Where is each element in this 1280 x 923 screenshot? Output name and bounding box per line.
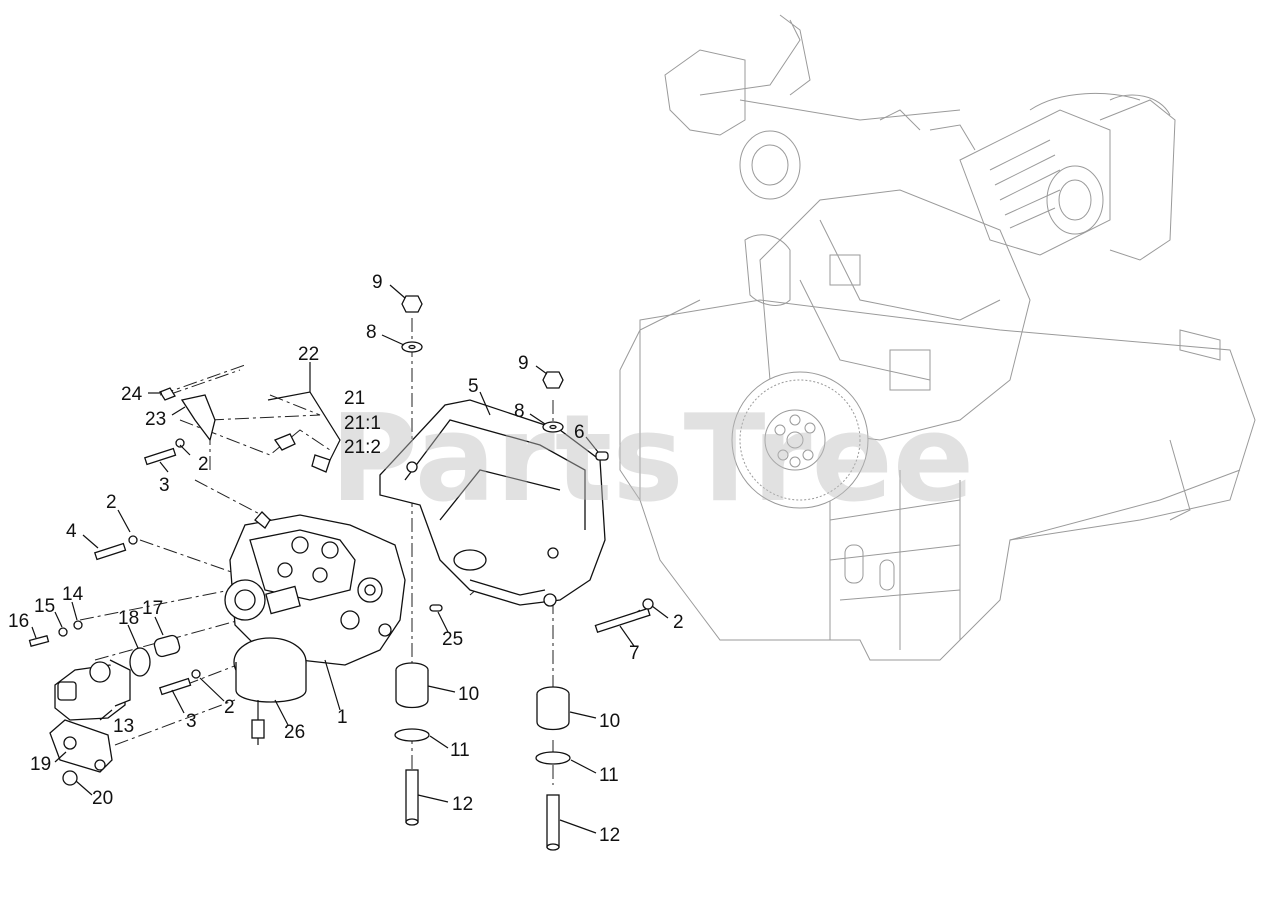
callout-1: 1: [337, 707, 348, 728]
pump-bracket: [49, 719, 113, 773]
callout-2-lower: 2: [224, 697, 235, 718]
callout-16: 16: [8, 611, 29, 632]
charge-pump: [54, 659, 131, 721]
callout-15: 15: [34, 596, 55, 617]
callout-10-left: 10: [458, 684, 479, 705]
hardware-14-16: [28, 620, 83, 648]
dowel-pin-6: [595, 451, 609, 461]
callout-3-upper: 3: [159, 475, 170, 496]
hydrostatic-pump-assembly: [224, 511, 406, 745]
sensor-bracket: [180, 394, 216, 442]
callout-14: 14: [62, 584, 84, 605]
callout-10-right: 10: [599, 711, 620, 732]
callout-11-right: 11: [599, 765, 619, 786]
bolt-7: [594, 598, 654, 633]
callout-18: 18: [118, 608, 139, 629]
callout-12-right: 12: [599, 825, 620, 846]
callout-25: 25: [442, 629, 463, 650]
control-rod: [267, 391, 341, 461]
callout-9-upper-right: 9: [518, 353, 529, 374]
callout-20: 20: [92, 788, 113, 809]
callout-2-mid: 2: [106, 492, 117, 513]
callout-2-top: 2: [198, 454, 209, 475]
coupler: [153, 634, 181, 658]
bolt-20: [62, 770, 78, 786]
callout-6: 6: [574, 422, 585, 443]
callout-23: 23: [145, 409, 166, 430]
callout-3-lower: 3: [186, 711, 197, 732]
engine-frame-assembly: [619, 14, 1256, 661]
o-ring: [129, 647, 151, 677]
callout-11-left: 11: [450, 740, 470, 761]
callout-21: 21: [344, 388, 365, 409]
callout-8-upper-right: 8: [514, 401, 525, 422]
callout-5: 5: [468, 376, 479, 397]
callout-labels: 9 8 22 24 23 21 21:1 21:2 9 5 8 6 3 2 2 …: [8, 272, 684, 846]
callout-21-2: 21:2: [344, 437, 381, 458]
callout-13: 13: [113, 716, 134, 737]
callout-7: 7: [629, 643, 640, 664]
callout-26: 26: [284, 722, 305, 743]
isolator-stack-right: [535, 371, 571, 851]
fasteners-left: [93, 438, 201, 696]
pin-25: [429, 604, 443, 612]
callout-8-upper-left: 8: [366, 322, 377, 343]
callout-2-right: 2: [673, 612, 684, 633]
callout-leaders: [31, 284, 669, 834]
callout-19: 19: [30, 754, 51, 775]
hydraulic-fittings: [273, 433, 331, 473]
callout-4: 4: [66, 521, 77, 542]
watermark: PartsTree: [330, 390, 974, 529]
callout-24: 24: [121, 384, 143, 405]
callout-17: 17: [142, 598, 163, 619]
callout-21-1: 21:1: [344, 413, 381, 434]
sensor: [159, 387, 176, 401]
isolator-stack-left: [394, 295, 430, 826]
engine-mount-plate: [379, 399, 606, 607]
callout-12-left: 12: [452, 794, 473, 815]
callout-9-upper-left: 9: [372, 272, 383, 293]
callout-22: 22: [298, 344, 319, 365]
